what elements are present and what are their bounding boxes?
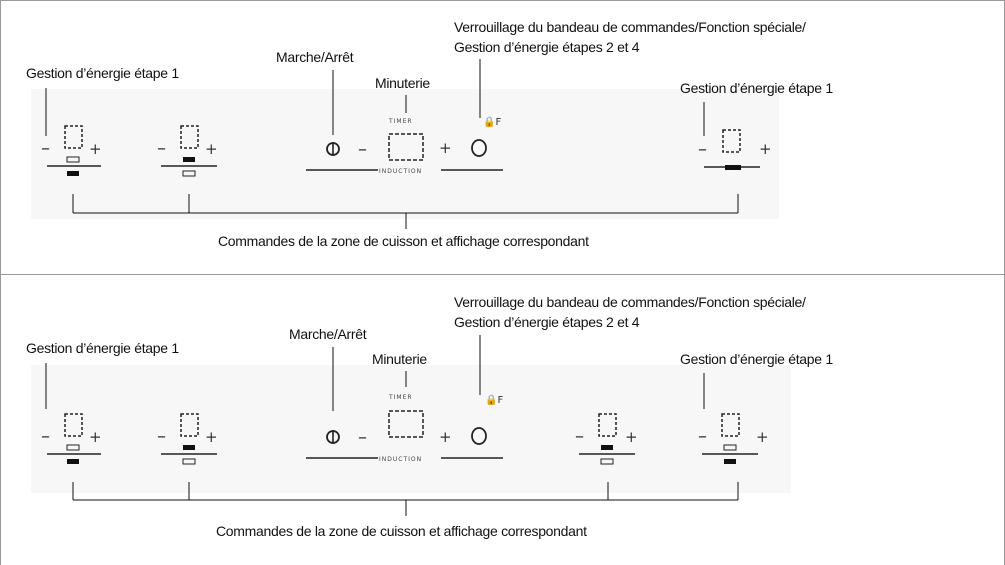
panel-2: Gestion d’énergie étape 1 Marche/Arrêt M…	[0, 274, 1005, 565]
label-bottom: Commandes de la zone de cuisson et affic…	[216, 523, 587, 539]
label-left-energy: Gestion d’énergie étape 1	[26, 340, 179, 356]
zone-display-icon	[64, 413, 83, 437]
leader-lines	[45, 59, 739, 229]
plus-button[interactable]: +	[625, 428, 638, 446]
control-panel-photo	[31, 89, 779, 219]
plus-button[interactable]: +	[756, 428, 769, 446]
label-lock-line1: Verrouillage du bandeau de commandes/Fon…	[454, 294, 806, 310]
timer-plus-button[interactable]: +	[439, 428, 452, 446]
timer-minus-button[interactable]: –	[358, 139, 367, 160]
label-right-energy: Gestion d’énergie étape 1	[680, 80, 833, 96]
minus-button[interactable]: –	[575, 426, 584, 447]
cooking-zone-display[interactable]: – +	[157, 413, 218, 465]
lock-button-icon[interactable]	[471, 139, 487, 157]
zone-display-icon	[180, 125, 199, 149]
plus-button[interactable]: +	[759, 140, 772, 158]
timer-minus-button[interactable]: –	[358, 427, 367, 448]
zone-display-icon	[180, 413, 199, 437]
lock-button-icon[interactable]	[471, 427, 487, 445]
center-controls: – TIMER + 🔒F INDUCTION	[306, 116, 503, 175]
label-power: Marche/Arrêt	[289, 326, 367, 342]
label-left-energy: Gestion d’énergie étape 1	[26, 65, 179, 81]
zone-display-icon	[722, 129, 741, 153]
minus-button[interactable]: –	[157, 138, 166, 159]
panel-1-diagram: Gestion d’énergie étape 1 Marche/Arrêt M…	[26, 19, 834, 249]
label-timer: Minuterie	[372, 351, 427, 367]
cooking-zone-display[interactable]: – +	[41, 125, 102, 176]
plus-button[interactable]: +	[89, 428, 102, 446]
minus-button[interactable]: –	[41, 426, 50, 447]
label-lock-line1: Verrouillage du bandeau de commandes/Fon…	[454, 19, 806, 35]
plus-button[interactable]: +	[205, 428, 218, 446]
timer-display	[388, 133, 424, 161]
minus-button[interactable]: –	[698, 139, 707, 160]
cooking-zone-display[interactable]: – +	[698, 129, 772, 170]
timer-top-label: TIMER	[388, 394, 413, 401]
minus-button[interactable]: –	[157, 426, 166, 447]
panel-1: Gestion d’énergie étape 1 Marche/Arrêt M…	[0, 0, 1005, 275]
leader-lines	[45, 335, 739, 516]
label-timer: Minuterie	[375, 75, 430, 91]
lock-icon: 🔒F	[485, 394, 503, 406]
zone-display-icon	[64, 125, 83, 149]
plus-button[interactable]: +	[89, 140, 102, 158]
zone-display-icon	[721, 413, 740, 437]
zone-display-icon	[598, 413, 617, 437]
induction-label: INDUCTION	[379, 456, 422, 463]
minus-button[interactable]: –	[41, 138, 50, 159]
cooking-zone-display[interactable]: – +	[41, 413, 102, 464]
timer-display	[388, 410, 424, 438]
minus-button[interactable]: –	[698, 426, 707, 447]
cooking-zone-display[interactable]: – +	[575, 413, 638, 465]
induction-label: INDUCTION	[379, 168, 422, 175]
timer-top-label: TIMER	[388, 118, 413, 125]
cooking-zone-display[interactable]: – +	[157, 125, 218, 177]
center-controls: – TIMER + 🔒F INDUCTION	[306, 394, 503, 463]
label-lock-line2: Gestion d’énergie étapes 2 et 4	[454, 39, 640, 55]
timer-plus-button[interactable]: +	[439, 139, 452, 157]
label-power: Marche/Arrêt	[276, 49, 354, 65]
lock-icon: 🔒F	[483, 116, 501, 128]
label-right-energy: Gestion d’énergie étape 1	[680, 351, 833, 367]
label-bottom: Commandes de la zone de cuisson et affic…	[218, 233, 589, 249]
cooking-zone-display[interactable]: – +	[698, 413, 769, 464]
label-lock-line2: Gestion d’énergie étapes 2 et 4	[454, 314, 640, 330]
plus-button[interactable]: +	[205, 140, 218, 158]
panel-2-diagram: Gestion d’énergie étape 1 Marche/Arrêt M…	[26, 294, 834, 539]
control-panel-photo	[31, 365, 791, 493]
